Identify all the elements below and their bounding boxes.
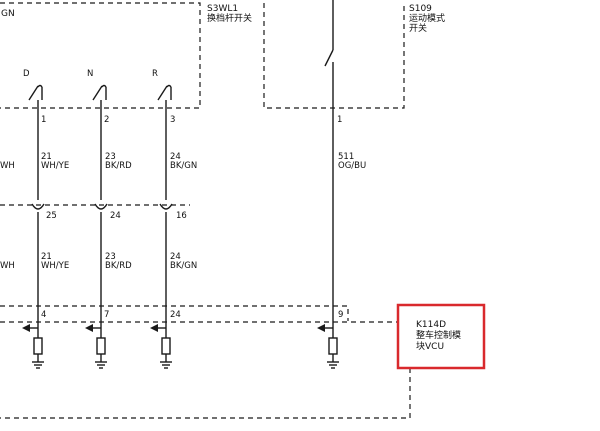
- wire-label-sport-num: 511: [338, 152, 354, 162]
- wire-label-sport-color: OG/BU: [338, 161, 366, 171]
- vcu-highlight-box: [396, 303, 486, 370]
- ground-icon: [95, 361, 107, 369]
- input-circuit-r: [150, 322, 172, 369]
- vcu-name-line1: 整车控制模: [416, 329, 461, 341]
- resistor-icon: [33, 337, 43, 355]
- sport-switch-name-line2: 开关: [409, 22, 427, 34]
- switch-contact-r: R: [152, 69, 172, 101]
- wire-label-lower-d-num: 21: [41, 252, 52, 262]
- vcu-pin-7: 7: [104, 310, 109, 320]
- resistor-icon: [328, 337, 338, 355]
- connector-terminal-n: [94, 203, 108, 210]
- switch-pin-3: 3: [170, 115, 175, 125]
- connector-pin-16: 16: [176, 211, 187, 221]
- switch-position-d: D: [23, 69, 30, 79]
- sport-switch-code: S109: [409, 4, 432, 14]
- shift-switch-box: [0, 2, 201, 109]
- connector-pin-24: 24: [110, 211, 121, 221]
- sport-switch-box: [263, 3, 405, 109]
- vcu-pin-9: 9: [338, 310, 343, 320]
- wire-label-upper-n-color: BK/RD: [105, 161, 132, 171]
- vcu-name-line2: 块VCU: [416, 340, 444, 352]
- sport-switch-name-line1: 运动模式: [409, 12, 445, 24]
- connector-terminal-r: [159, 203, 173, 210]
- resistor-icon: [96, 337, 106, 355]
- wire-label-upper-wh-color: WH: [0, 161, 15, 171]
- ground-icon: [160, 361, 172, 369]
- shift-switch-name: 换档杆开关: [207, 12, 252, 24]
- ground-icon: [327, 361, 339, 369]
- sport-switch-contact: [324, 0, 334, 322]
- wire-label-upper-d-num: 21: [41, 152, 52, 162]
- connector-pin-25: 25: [46, 211, 57, 221]
- vcu-pin-4: 4: [41, 310, 46, 320]
- ground-icon: [32, 361, 44, 369]
- wire-label-lower-r-num: 24: [170, 252, 181, 262]
- switch-contact-n: N: [87, 69, 107, 101]
- wire-label-lower-n-num: 23: [105, 252, 116, 262]
- switch-pin-2: 2: [104, 115, 109, 125]
- resistor-icon: [161, 337, 171, 355]
- wire-label-upper-r-color: BK/GN: [170, 161, 197, 171]
- wire-label-upper-r-num: 24: [170, 152, 181, 162]
- sport-switch-pin-1: 1: [337, 115, 342, 125]
- connector-terminal-d: [31, 203, 45, 210]
- input-circuit-d: [22, 322, 44, 369]
- vcu-module-box: [0, 368, 411, 419]
- shift-switch-code: S3WL1: [207, 4, 238, 14]
- input-circuit-n: [85, 322, 107, 369]
- wire-label-lower-n-color: BK/RD: [105, 261, 132, 271]
- vcu-pin-24: 24: [170, 310, 181, 320]
- switch-position-n: N: [87, 69, 93, 79]
- switch-contact-d: D: [23, 69, 43, 101]
- wire-label-upper-n-num: 23: [105, 152, 116, 162]
- vcu-code: K114D: [416, 320, 446, 330]
- shift-switch-partial-label: GN: [1, 9, 15, 19]
- switch-pin-1: 1: [41, 115, 46, 125]
- wire-label-upper-d-color: WH/YE: [41, 161, 69, 171]
- wire-label-lower-r-color: BK/GN: [170, 261, 197, 271]
- switch-position-r: R: [152, 69, 158, 79]
- wire-label-lower-wh-color: WH: [0, 261, 15, 271]
- wire-label-lower-d-color: WH/YE: [41, 261, 69, 271]
- input-circuit-sport: [317, 322, 339, 369]
